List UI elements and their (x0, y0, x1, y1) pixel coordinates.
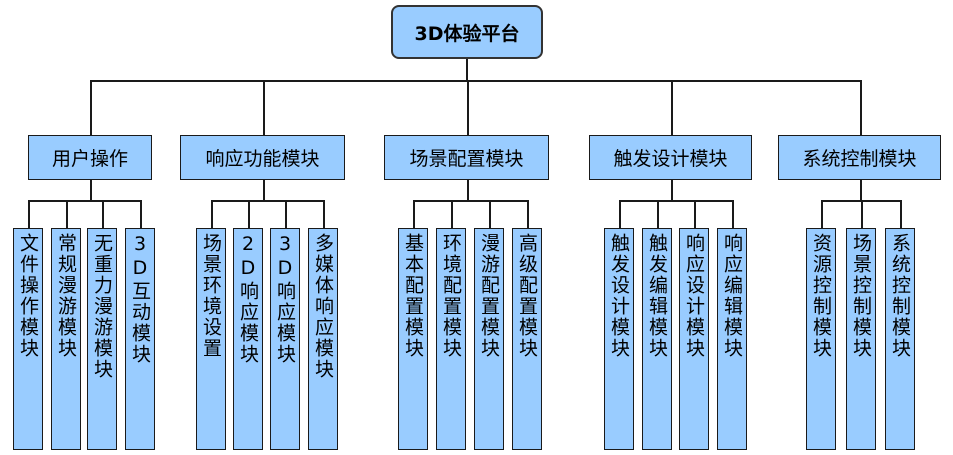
connector-leaf (657, 200, 659, 228)
leaf-label: 3D互动模块 (129, 233, 151, 365)
module-label: 系统控制模块 (802, 148, 917, 170)
connector-module-4 (670, 80, 673, 135)
leaf-label: 系统控制模块 (889, 233, 911, 359)
connector-leaf-bus (28, 200, 142, 202)
leaf-box: 基本配置模块 (398, 228, 428, 450)
leaf-box: 场景控制模块 (846, 228, 876, 450)
connector-module-stem (670, 180, 673, 201)
leaf-label: 常规漫游模块 (55, 233, 77, 359)
leaf-box: 系统控制模块 (885, 228, 915, 450)
connector-leaf-bus (211, 200, 325, 202)
connector-leaf (140, 200, 142, 228)
connector-main-bus (90, 80, 862, 82)
module-box: 系统控制模块 (778, 135, 941, 180)
module-box: 触发设计模块 (589, 135, 752, 180)
leaf-label: 基本配置模块 (402, 233, 424, 359)
leaf-box: 3D互动模块 (125, 228, 155, 450)
leaf-label: 响应设计模块 (683, 233, 705, 359)
connector-module-2 (262, 80, 265, 135)
module-box: 用户操作 (28, 135, 152, 180)
connector-leaf (732, 200, 734, 228)
root-node: 3D体验平台 (391, 5, 543, 59)
connector-module-stem (859, 180, 862, 201)
leaf-label: 文件操作模块 (17, 233, 39, 359)
leaf-label: 触发编辑模块 (646, 233, 668, 359)
leaf-label: 资源控制模块 (810, 233, 832, 359)
leaf-label: 响应编辑模块 (721, 233, 743, 359)
connector-module-3 (466, 80, 469, 135)
connector-leaf (413, 200, 415, 228)
module-label: 场景配置模块 (409, 148, 524, 170)
leaf-box: 资源控制模块 (806, 228, 836, 450)
module-label: 用户操作 (51, 148, 128, 170)
connector-leaf (285, 200, 287, 228)
connector-leaf (451, 200, 453, 228)
leaf-label: 高级配置模块 (516, 233, 538, 359)
connector-leaf (102, 200, 104, 228)
leaf-label: 场景环境设置 (200, 233, 222, 359)
connector-leaf (527, 200, 529, 228)
connector-module-stem (90, 180, 92, 201)
leaf-label: 2D响应模块 (237, 233, 259, 365)
connector-leaf-bus (413, 200, 529, 202)
module-box: 响应功能模块 (180, 135, 345, 180)
leaf-box: 响应设计模块 (679, 228, 709, 450)
module-label: 触发设计模块 (613, 148, 728, 170)
leaf-label: 场景控制模块 (850, 233, 872, 359)
connector-leaf (248, 200, 250, 228)
leaf-label: 环境配置模块 (440, 233, 462, 359)
leaf-label: 漫游配置模块 (478, 233, 500, 359)
leaf-box: 触发设计模块 (604, 228, 634, 450)
connector-leaf (900, 200, 902, 228)
leaf-label: 3D响应模块 (274, 233, 296, 365)
connector-module-stem (262, 180, 265, 201)
leaf-box: 3D响应模块 (270, 228, 300, 450)
connector-root-stem (466, 59, 468, 81)
leaf-label: 触发设计模块 (608, 233, 630, 359)
connector-leaf (489, 200, 491, 228)
connector-module-5 (859, 80, 862, 135)
leaf-box: 响应编辑模块 (717, 228, 747, 450)
leaf-label: 多媒体响应模块 (312, 233, 334, 380)
leaf-box: 场景环境设置 (196, 228, 226, 450)
leaf-box: 常规漫游模块 (51, 228, 81, 450)
module-box: 场景配置模块 (384, 135, 549, 180)
connector-leaf (211, 200, 213, 228)
connector-leaf (28, 200, 30, 228)
connector-leaf (821, 200, 823, 228)
leaf-box: 文件操作模块 (13, 228, 43, 450)
leaf-box: 无重力漫游模块 (87, 228, 117, 450)
connector-leaf (619, 200, 621, 228)
leaf-box: 2D响应模块 (233, 228, 263, 450)
connector-module-1 (90, 80, 92, 135)
leaf-label: 无重力漫游模块 (91, 233, 113, 380)
connector-module-stem (466, 180, 469, 201)
root-label: 3D体验平台 (414, 22, 520, 45)
module-label: 响应功能模块 (205, 148, 320, 170)
connector-leaf (861, 200, 863, 228)
leaf-box: 漫游配置模块 (474, 228, 504, 450)
connector-leaf (323, 200, 325, 228)
connector-leaf-bus (619, 200, 734, 202)
leaf-box: 多媒体响应模块 (308, 228, 338, 450)
connector-leaf (66, 200, 68, 228)
leaf-box: 环境配置模块 (436, 228, 466, 450)
leaf-box: 触发编辑模块 (642, 228, 672, 450)
connector-leaf (694, 200, 696, 228)
leaf-box: 高级配置模块 (512, 228, 542, 450)
